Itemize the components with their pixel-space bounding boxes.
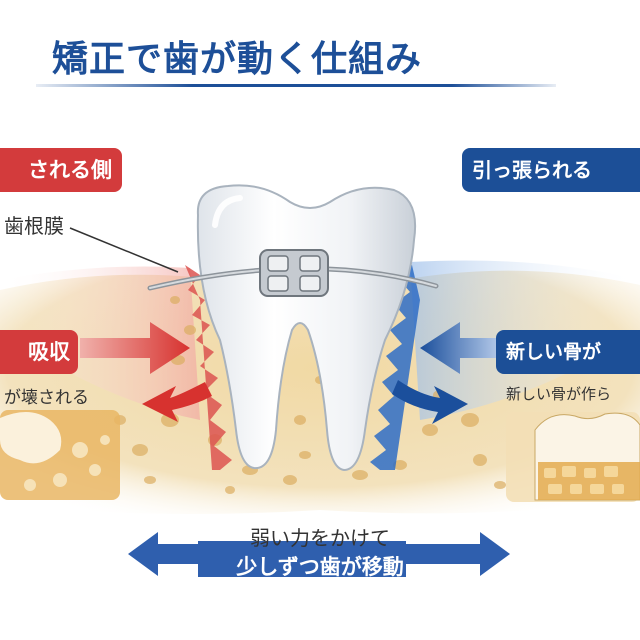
tension-side-header: 引っ張られる: [462, 148, 640, 192]
resorption-description: が壊される: [4, 388, 89, 408]
new-bone-inset: [506, 412, 640, 502]
pdl-blue-zigzag: [370, 265, 420, 470]
compression-side-header: される側: [0, 148, 122, 192]
tooth-highlight: [212, 195, 243, 228]
pdl-red-zigzag: [185, 265, 232, 470]
force-arrow-left-blue: [420, 322, 500, 374]
bracket: [259, 249, 329, 297]
force-arrow-right-red: [80, 322, 190, 374]
pdl-label: 歯根膜: [4, 214, 64, 238]
resorption-label: 吸収: [0, 330, 78, 374]
tooth-movement-text: 少しずつ歯が移動: [236, 555, 404, 579]
page-title: 矯正で歯が動く仕組み: [52, 39, 423, 80]
resorption-inset: [0, 410, 120, 500]
new-bone-description: 新しい骨が作ら: [506, 385, 612, 403]
deposit-arrow-right-blue: [392, 380, 468, 424]
tooth: [196, 184, 416, 472]
movement-text-band: [198, 541, 406, 577]
title-underline: [36, 84, 556, 87]
new-bone-label: 新しい骨が: [496, 330, 640, 374]
pdl-leader-line: [69, 227, 179, 273]
weak-force-caption: 弱い力をかけて: [250, 526, 390, 550]
resorb-arrow-left-red: [142, 382, 212, 422]
